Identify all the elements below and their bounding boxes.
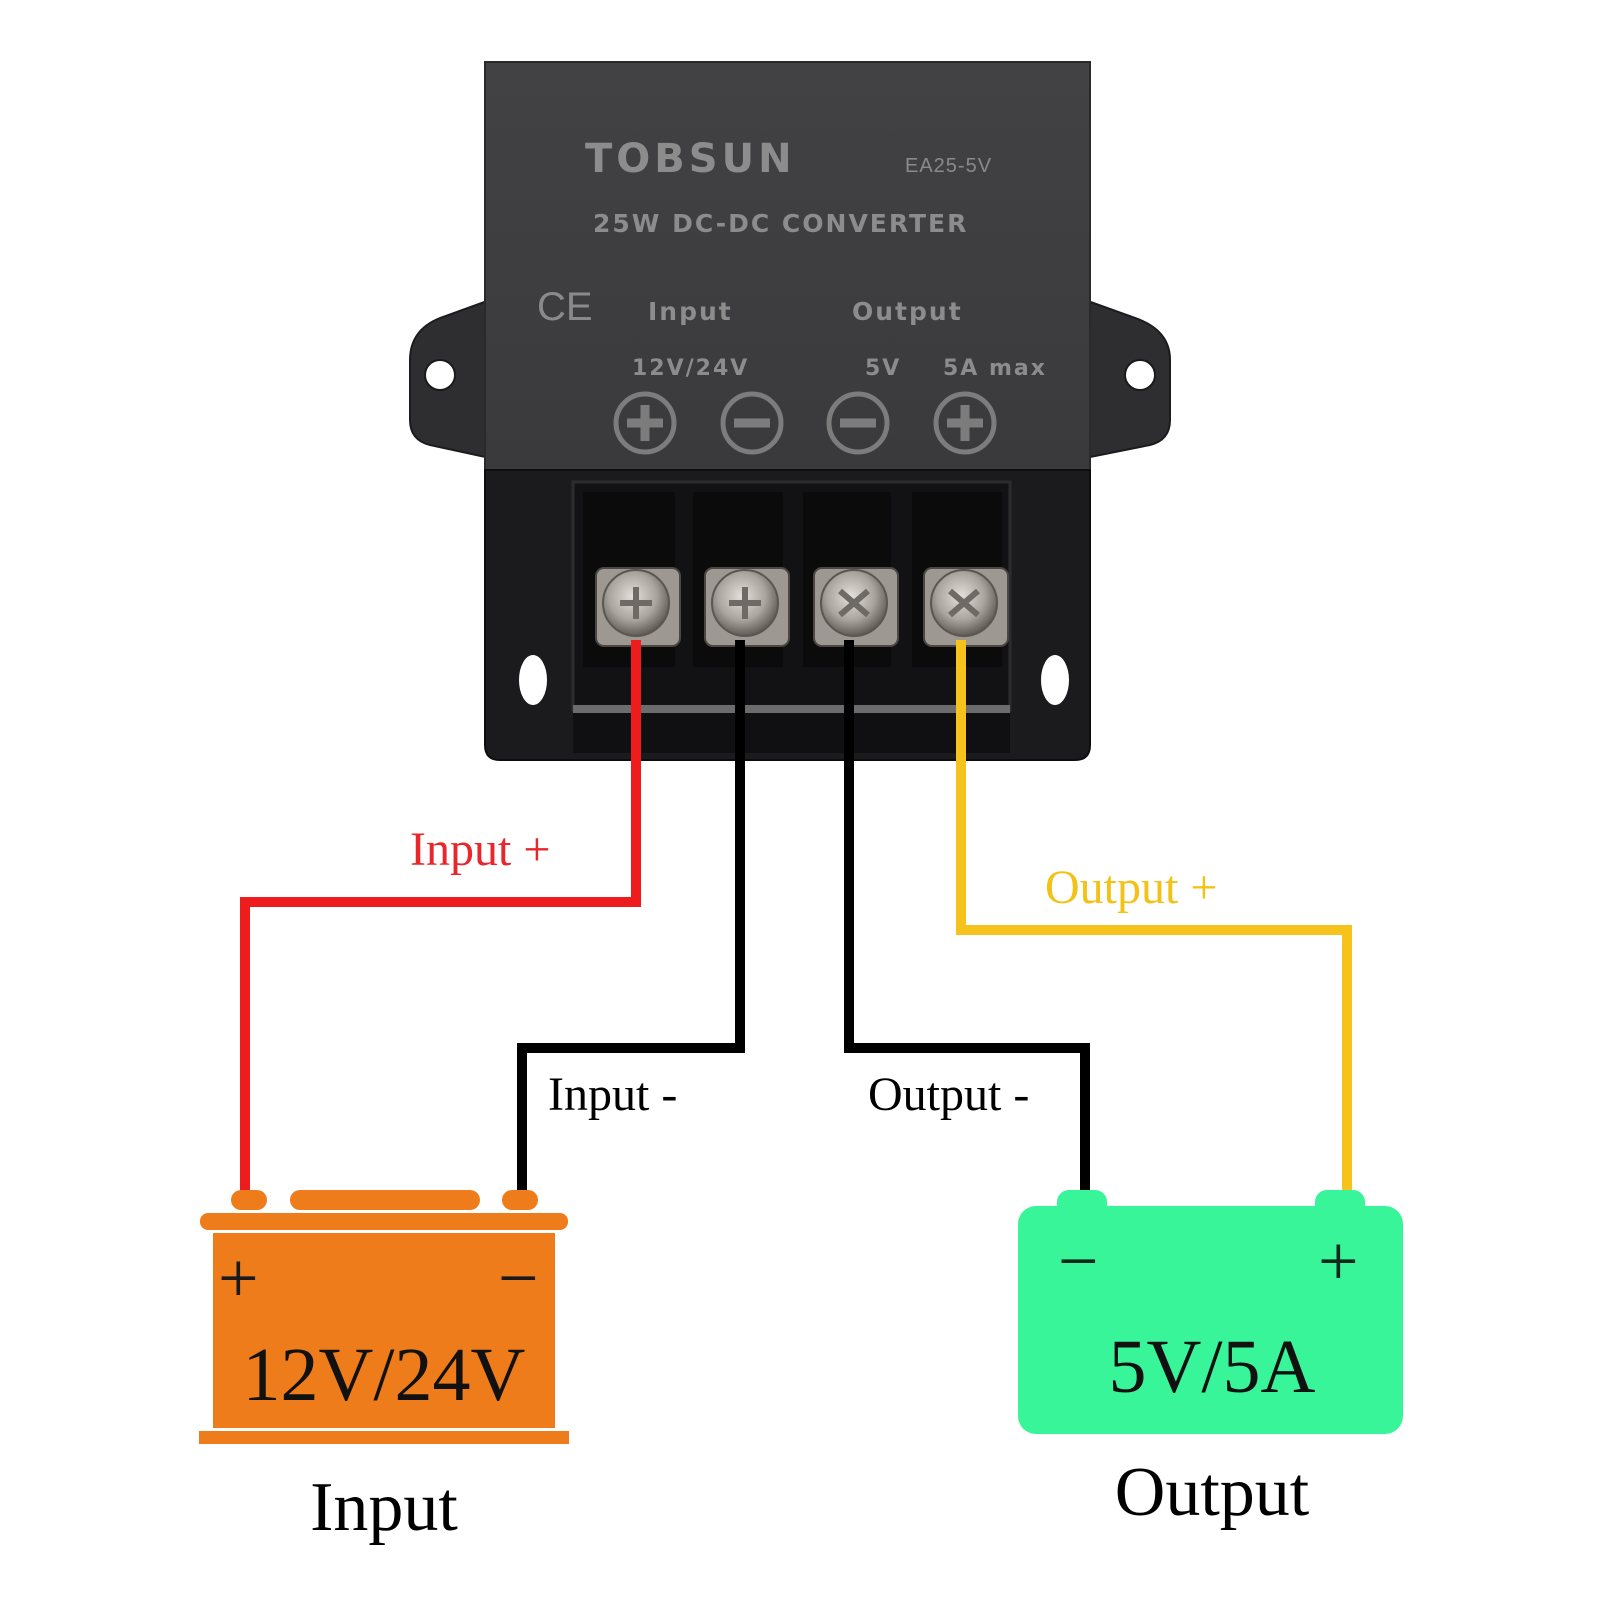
mounting-slot-right bbox=[1041, 655, 1069, 705]
ce-mark: CE bbox=[537, 285, 593, 329]
output-battery-caption: Output bbox=[1115, 1454, 1310, 1531]
mounting-slot-left bbox=[519, 655, 547, 705]
input-rating-label: 12V/24V bbox=[632, 356, 749, 381]
battery-body bbox=[1018, 1206, 1403, 1434]
battery-base bbox=[199, 1431, 569, 1444]
housing-top-face bbox=[484, 61, 1091, 471]
brand-label: TOBSUN bbox=[585, 136, 796, 182]
output-battery-minus-sign: − bbox=[1058, 1221, 1099, 1301]
mounting-flange-right bbox=[1084, 298, 1171, 460]
output-voltage-label: 5V bbox=[865, 356, 901, 381]
wire-label-input-plus: Input + bbox=[410, 823, 550, 876]
input-battery-plus-sign: + bbox=[218, 1238, 259, 1318]
mounting-hole-left bbox=[424, 359, 456, 391]
output-heading: Output bbox=[852, 297, 963, 326]
wire-output-plus bbox=[956, 640, 1352, 1195]
battery-top-bar bbox=[290, 1190, 480, 1210]
input-battery-voltage: 12V/24V bbox=[243, 1333, 526, 1417]
terminal-screw bbox=[923, 567, 1009, 647]
wire-input-minus bbox=[517, 640, 745, 1190]
terminal-screw bbox=[595, 567, 681, 647]
polarity-symbol-plus-icon bbox=[613, 391, 677, 455]
output-current-label: 5A max bbox=[943, 356, 1047, 381]
input-heading: Input bbox=[648, 297, 733, 326]
wire-input-plus bbox=[240, 640, 641, 1190]
wire-label-input-minus: Input - bbox=[548, 1068, 677, 1121]
polarity-symbol-minus-icon bbox=[720, 391, 784, 455]
wire-output-minus bbox=[844, 640, 1090, 1195]
wire-label-output-minus: Output - bbox=[868, 1068, 1029, 1121]
model-label: EA25-5V bbox=[905, 155, 992, 177]
battery-terminal-negative bbox=[502, 1190, 538, 1210]
output-battery-plus-sign: + bbox=[1318, 1221, 1359, 1301]
battery-body bbox=[213, 1233, 555, 1428]
output-battery-voltage: 5V/5A bbox=[1109, 1325, 1316, 1409]
polarity-symbol-minus-icon bbox=[826, 391, 890, 455]
description-label: 25W DC-DC CONVERTER bbox=[593, 209, 968, 238]
battery-terminal-positive bbox=[231, 1190, 267, 1210]
mounting-hole-right bbox=[1124, 359, 1156, 391]
polarity-symbol-plus-icon bbox=[933, 391, 997, 455]
input-battery-caption: Input bbox=[310, 1469, 458, 1546]
battery-lid bbox=[200, 1213, 568, 1230]
wire-label-output-plus: Output + bbox=[1045, 861, 1217, 914]
terminal-screw bbox=[704, 567, 790, 647]
dc-dc-converter: TOBSUN EA25-5V 25W DC-DC CONVERTER CE In… bbox=[409, 61, 1171, 761]
input-battery-minus-sign: − bbox=[498, 1238, 539, 1318]
input-battery bbox=[199, 1190, 569, 1444]
terminal-screw bbox=[813, 567, 899, 647]
mounting-flange-left bbox=[409, 298, 491, 460]
output-battery bbox=[1018, 1190, 1403, 1434]
